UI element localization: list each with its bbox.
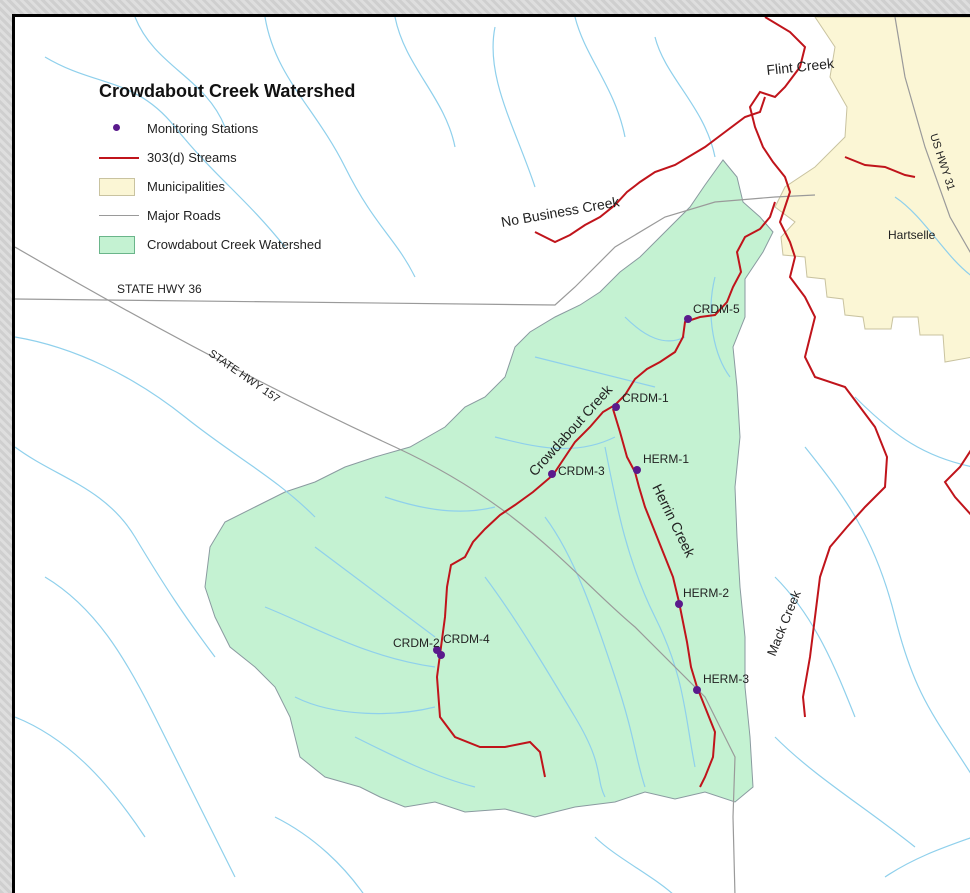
stream-no-business-creek bbox=[534, 96, 766, 244]
legend-label: 303(d) Streams bbox=[147, 150, 237, 165]
label-herm-2: HERM-2 bbox=[683, 586, 729, 600]
station-herm-1-dot bbox=[633, 466, 641, 474]
stream-crowdabout-creek bbox=[435, 201, 776, 778]
stream-upper-branch bbox=[844, 156, 916, 178]
municipality-hartselle-area bbox=[774, 17, 970, 363]
legend-item-watershed: Crowdabout Creek Watershed bbox=[99, 230, 399, 259]
label-crdm-4: CRDM-4 bbox=[443, 632, 490, 646]
label-flint-creek: Flint Creek bbox=[766, 55, 836, 78]
station-herm-3-dot bbox=[693, 686, 701, 694]
road-state-hwy-157 bbox=[15, 246, 736, 893]
station-crdm-1-dot bbox=[612, 403, 620, 411]
legend-label: Major Roads bbox=[147, 208, 221, 223]
label-hartselle: Hartselle bbox=[888, 228, 936, 242]
monitoring-stations bbox=[433, 315, 701, 694]
monitoring-station-icon bbox=[99, 119, 139, 139]
legend-item-major-roads: Major Roads bbox=[99, 201, 399, 230]
label-herm-1: HERM-1 bbox=[643, 452, 689, 466]
red-stream-line-icon bbox=[99, 148, 139, 168]
label-no-business-creek: No Business Creek bbox=[500, 193, 622, 230]
label-state-hwy-36: STATE HWY 36 bbox=[117, 282, 202, 296]
label-state-hwy-157: STATE HWY 157 bbox=[206, 348, 281, 406]
station-crdm-3-dot bbox=[548, 470, 556, 478]
road-line-icon bbox=[99, 206, 139, 226]
legend-item-303d-streams: 303(d) Streams bbox=[99, 143, 399, 172]
major-roads bbox=[15, 17, 970, 893]
legend-label: Crowdabout Creek Watershed bbox=[147, 237, 322, 252]
legend-item-monitoring-stations: Monitoring Stations bbox=[99, 114, 399, 143]
map-svg: Flint Creek No Business Creek US HWY 31 … bbox=[15, 17, 970, 893]
map-legend: Crowdabout Creek Watershed Monitoring St… bbox=[99, 81, 399, 259]
municipality-swatch-icon bbox=[99, 177, 135, 196]
stream-flint-creek bbox=[748, 17, 889, 718]
map-title: Crowdabout Creek Watershed bbox=[99, 81, 356, 101]
legend-item-municipalities: Municipalities bbox=[99, 172, 399, 201]
road-state-hwy-36 bbox=[15, 194, 816, 306]
station-crdm-5-dot bbox=[684, 315, 692, 323]
label-mack-creek: Mack Creek bbox=[764, 588, 804, 658]
watershed-swatch-icon bbox=[99, 235, 135, 254]
label-crdm-2: CRDM-2 bbox=[393, 636, 440, 650]
road-us-hwy-31 bbox=[894, 17, 970, 253]
legend-label: Monitoring Stations bbox=[147, 121, 259, 136]
label-herm-3: HERM-3 bbox=[703, 672, 749, 686]
station-crdm-4-dot bbox=[437, 651, 445, 659]
crowdabout-watershed-area bbox=[204, 159, 774, 818]
stream-mack-creek-branch bbox=[943, 449, 970, 516]
legend-label: Municipalities bbox=[147, 179, 226, 194]
label-crdm-1: CRDM-1 bbox=[622, 391, 669, 405]
tributary-network bbox=[15, 17, 970, 893]
map-canvas: Flint Creek No Business Creek US HWY 31 … bbox=[12, 14, 970, 893]
label-crdm-5: CRDM-5 bbox=[693, 302, 740, 316]
label-crdm-3: CRDM-3 bbox=[558, 464, 605, 478]
station-herm-2-dot bbox=[675, 600, 683, 608]
